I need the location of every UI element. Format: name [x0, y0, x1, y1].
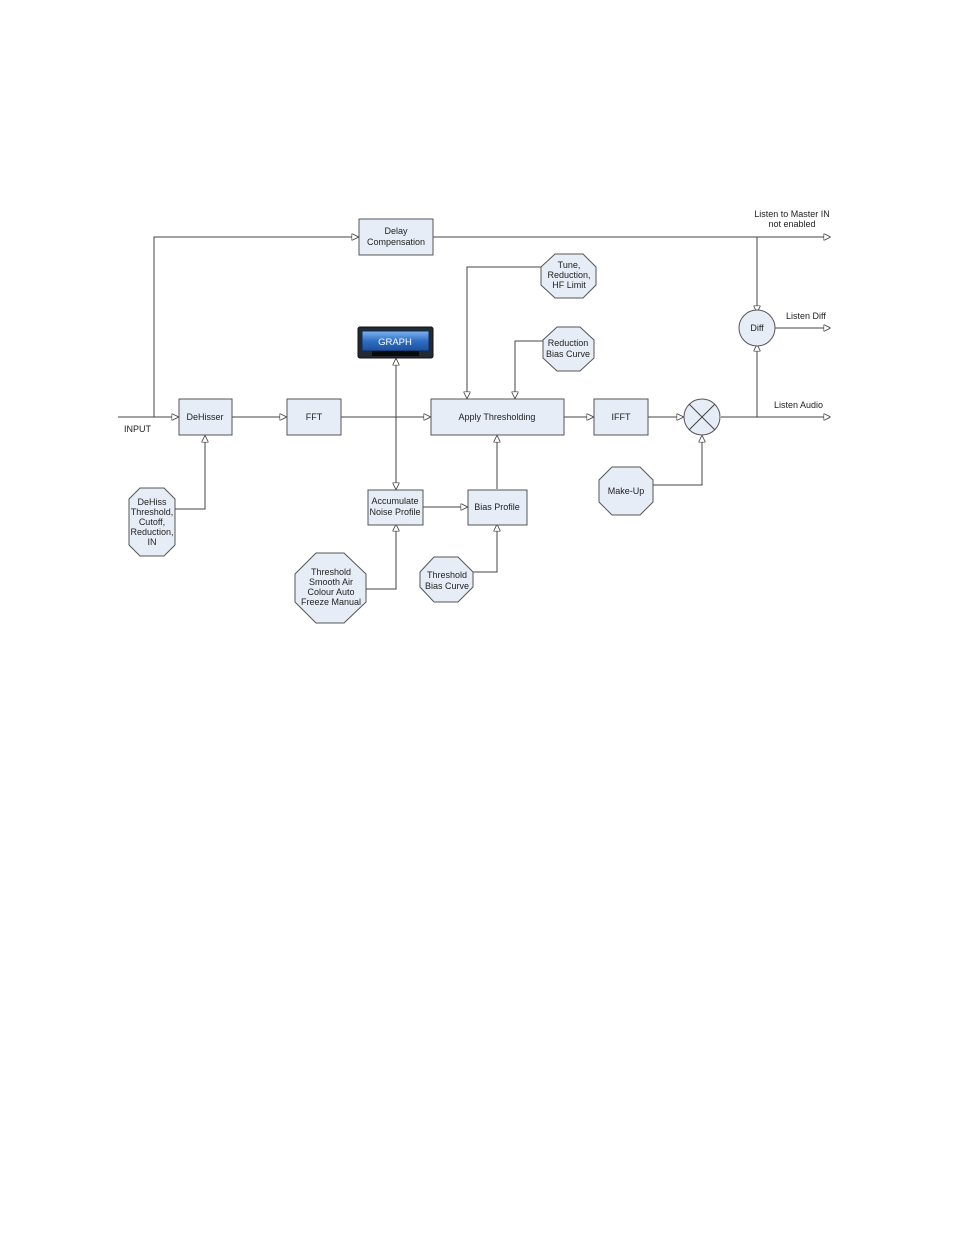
edge-threshold-params: [366, 525, 396, 590]
control-label-line: Tune,: [558, 260, 581, 270]
ifft-block: IFFT: [593, 398, 649, 436]
control-label-line: Threshold: [427, 570, 467, 580]
listen-master-label-line: Listen to Master IN: [754, 209, 830, 219]
control-label-line: Smooth Air: [309, 577, 353, 587]
delay-compensation-block: Delay Compensation: [358, 218, 434, 256]
diff-node: Diff: [738, 309, 776, 347]
control-label-line: Cutoff,: [139, 517, 165, 527]
control-label-line: HF Limit: [552, 280, 586, 290]
edge-threshold-bias: [473, 525, 497, 573]
block-label: FFT: [306, 412, 323, 422]
block-label-line: Accumulate: [371, 496, 418, 506]
block-label: Bias Profile: [474, 502, 520, 512]
reduction-bias-curve-control[interactable]: Reduction Bias Curve: [542, 326, 595, 372]
control-label-line: DeHiss: [137, 497, 167, 507]
control-label-line: Bias Curve: [425, 581, 469, 591]
make-up-control[interactable]: Make-Up: [598, 466, 654, 516]
threshold-params-control[interactable]: Threshold Smooth Air Colour Auto Freeze …: [294, 552, 367, 624]
listen-master-label-line: not enabled: [768, 219, 815, 229]
control-label-line: Freeze Manual: [301, 597, 361, 607]
listen-diff-label: Listen Diff: [786, 311, 826, 321]
edge-reduction-bias: [515, 340, 543, 398]
bias-profile-block: Bias Profile: [467, 489, 528, 526]
graph-display[interactable]: GRAPH: [357, 326, 434, 359]
control-label-line: Reduction,: [547, 270, 590, 280]
multiplier-node: [683, 398, 721, 436]
block-label: IFFT: [612, 412, 631, 422]
control-label-line: Reduction,: [130, 527, 173, 537]
control-label-line: Reduction: [548, 338, 589, 348]
tune-params-control[interactable]: Tune, Reduction, HF Limit: [540, 253, 597, 299]
dehisser-block: DeHisser: [178, 398, 233, 436]
graph-label: GRAPH: [378, 337, 412, 348]
threshold-bias-curve-control[interactable]: Threshold Bias Curve: [419, 556, 474, 603]
accumulate-noise-profile-block: Accumulate Noise Profile: [367, 489, 424, 526]
block-label-line: Delay: [384, 226, 408, 236]
diff-label: Diff: [750, 323, 764, 333]
apply-thresholding-block: Apply Thresholding: [430, 398, 565, 436]
control-label-line: Threshold,: [131, 507, 174, 517]
block-label-line: Compensation: [367, 237, 425, 247]
dehiss-params-control[interactable]: DeHiss Threshold, Cutoff, Reduction, IN: [128, 487, 176, 557]
control-label-line: Bias Curve: [546, 349, 590, 359]
block-label: Apply Thresholding: [459, 412, 536, 422]
input-label: INPUT: [124, 424, 152, 434]
control-label-line: Colour Auto: [307, 587, 354, 597]
control-label-line: Threshold: [311, 567, 351, 577]
edge-makeup: [653, 436, 702, 486]
edge-tune-params: [467, 266, 541, 398]
block-label: DeHisser: [186, 412, 223, 422]
fft-block: FFT: [286, 398, 342, 436]
control-label-line: IN: [148, 537, 157, 547]
block-label-line: Noise Profile: [369, 507, 420, 517]
edge-input-delay: [153, 237, 358, 417]
listen-audio-label: Listen Audio: [774, 400, 823, 410]
edge-dehiss-params: [175, 436, 205, 510]
control-label: Make-Up: [608, 486, 645, 496]
